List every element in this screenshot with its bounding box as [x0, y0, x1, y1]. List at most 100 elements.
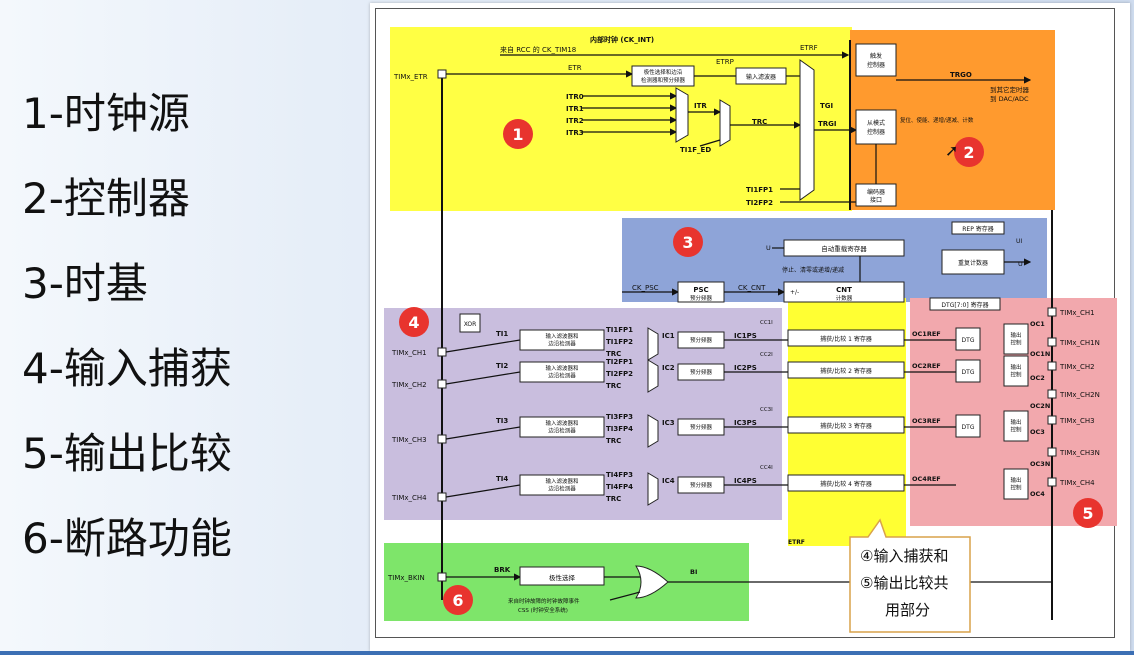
input-filter-block	[519, 329, 605, 351]
diagram-text: 来自时钟故障的时钟故障事件	[508, 597, 580, 605]
ti-label: TI4	[496, 475, 508, 483]
diagram-text: 复位、使能、递增/递减、计数	[900, 116, 974, 124]
diagram-text: ITR3	[566, 129, 584, 137]
legend-item-input-capture: 4-输入捕获	[22, 344, 232, 393]
legend-item-controller: 2-控制器	[22, 174, 190, 223]
diagram-text: 控制器	[867, 128, 885, 136]
input-filter-label: 边沿检测器	[548, 485, 576, 493]
diagram-text: ETRF	[800, 44, 818, 52]
diagram-text: ETR	[568, 64, 582, 72]
icps-label: IC1PS	[734, 332, 757, 340]
ic-mux	[647, 327, 659, 361]
diagram-text: 控制器	[867, 61, 885, 69]
trc-label: TRC	[606, 382, 621, 390]
diagram-text: 从模式	[867, 119, 885, 127]
ic-mux	[647, 359, 659, 393]
cnt-counter	[783, 281, 905, 303]
output-pin	[1047, 477, 1057, 487]
or-gate	[635, 565, 669, 599]
input-wire	[445, 339, 521, 353]
zone-number-3: 3	[673, 227, 703, 257]
input-pin-label: TIMx_CH4	[391, 494, 427, 502]
oc-label: OC1N	[1030, 350, 1050, 358]
zone-number-6: 6	[443, 585, 473, 615]
trigger-controller	[855, 43, 897, 77]
diagram-text: TRC	[752, 118, 767, 126]
diagram-text: 4	[408, 313, 419, 332]
output-pin-label: TIMx_CH1N	[1059, 339, 1100, 347]
slave-controller	[855, 109, 897, 145]
diagram-text: ETRP	[716, 58, 734, 66]
input-pin	[437, 492, 447, 502]
diagram-text: TIMx_ETR	[393, 73, 428, 81]
ocref-label: OC1REF	[912, 330, 941, 338]
output-pin	[1047, 307, 1057, 317]
brk-polarity-block	[519, 566, 605, 586]
diagram-text: CSS (时钟安全系统)	[518, 606, 568, 614]
capture-compare-register-label: 捕获/比较 4 寄存器	[820, 480, 872, 488]
diagram-text: PSC	[693, 286, 708, 294]
zone-number-2: 2	[954, 137, 984, 167]
diagram-text: TRGI	[818, 120, 837, 128]
diagram-text: 计数器	[836, 294, 853, 302]
legend-item-break: 6-断路功能	[22, 514, 232, 563]
dtg-register	[929, 297, 1001, 311]
diagram-text: TGI	[820, 102, 833, 110]
callout-shared-part: ④输入捕获和 ⑤输出比较共 用部分	[849, 518, 971, 633]
rep-register	[951, 221, 1005, 235]
diagram-text: BI	[690, 568, 697, 576]
tifp-a-label: TI3FP3	[606, 413, 633, 421]
trc-label: TRC	[606, 495, 621, 503]
diagram-rect	[437, 69, 447, 79]
diagram-text: 预分频器	[690, 294, 713, 302]
ti-label: TI2	[496, 362, 508, 370]
diagram-text: ITR1	[566, 105, 584, 113]
output-pin	[1047, 447, 1057, 457]
diagram-circle	[443, 585, 473, 615]
output-control-label: 输出	[1010, 331, 1021, 339]
legend-item-time-base: 3-时基	[22, 259, 148, 308]
input-pin	[437, 434, 447, 444]
trc-label: TRC	[606, 350, 621, 358]
output-control-block	[1003, 323, 1029, 355]
capture-compare-register	[787, 361, 905, 379]
diagram-rect	[437, 572, 447, 582]
diagram-text: TI2FP2	[746, 199, 773, 207]
itr-mux	[675, 87, 689, 143]
diagram-text: 检测器和预分频器	[641, 76, 686, 84]
input-filter-label: 输入滤波器和	[545, 332, 578, 340]
itr-lines: ITR0 ITR1 ITR2 ITR3	[566, 92, 678, 137]
zone-number-1: 1	[503, 119, 533, 149]
capture-compare-register	[787, 329, 905, 347]
xor-gate	[459, 313, 481, 333]
output-pin-label: TIMx_CH4	[1059, 479, 1095, 487]
diagram-text: 极性选择	[549, 573, 576, 582]
oc-label: OC3N	[1030, 460, 1050, 468]
diagram-text: 内部时钟 (CK_INT)	[590, 35, 654, 44]
diagram-text: ITR	[694, 102, 707, 110]
output-pin-label: TIMx_CH2	[1059, 363, 1095, 371]
diagram-path	[849, 518, 971, 633]
oc-label: OC4	[1030, 490, 1045, 498]
output-pin-label: TIMx_CH1	[1059, 309, 1095, 317]
diagram-text: BRK	[494, 566, 511, 574]
trc-mux	[719, 99, 731, 147]
input-filter-block	[519, 416, 605, 438]
diagram-text: ETRF	[788, 539, 805, 546]
diagram-text: 到其它定时器	[990, 85, 1030, 94]
cc-flag-label: CC1I	[760, 320, 773, 326]
diagram-text: ITR2	[566, 117, 584, 125]
diagram-text: DTG[7:0] 寄存器	[941, 301, 988, 309]
input-filter-block	[519, 474, 605, 496]
trc-label: TRC	[606, 437, 621, 445]
output-pin	[1047, 361, 1057, 371]
diagram-text: 重复计数器	[958, 259, 988, 267]
output-pin	[1047, 337, 1057, 347]
tifp-a-label: TI1FP1	[606, 326, 633, 334]
output-control-label: 输出	[1010, 418, 1021, 426]
diagram-text: CK_PSC	[632, 284, 659, 292]
